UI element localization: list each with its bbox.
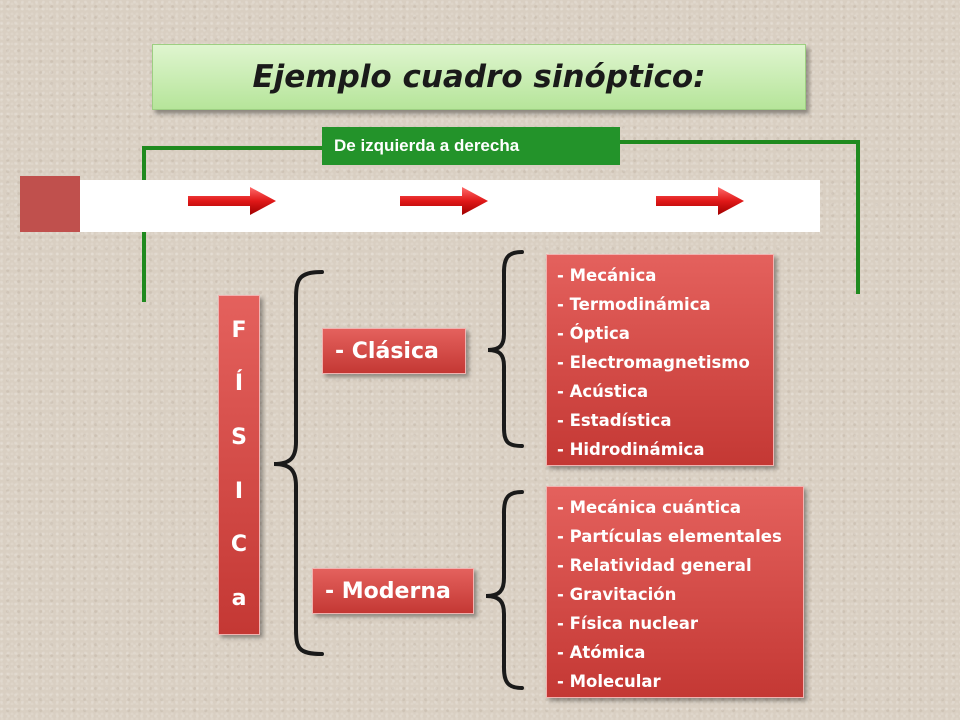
- arrow-right-icon: [188, 187, 276, 215]
- list-item: - Termodinámica: [557, 295, 711, 314]
- bracket-right-vertical: [856, 140, 860, 294]
- moderna-brace: [485, 490, 524, 690]
- list-item: - Mecánica: [557, 266, 657, 285]
- arrow-right-icon: [656, 187, 744, 215]
- list-item: - Mecánica cuántica: [557, 498, 742, 517]
- list-item: - Hidrodinámica: [557, 440, 705, 459]
- red-square-marker: [20, 176, 80, 232]
- subject-box: F Í S I C a: [218, 295, 260, 635]
- branch-clasica: - Clásica: [322, 328, 466, 374]
- clasica-brace: [487, 250, 524, 448]
- list-item: - Partículas elementales: [557, 527, 782, 546]
- subject-letter: a: [231, 586, 247, 612]
- title-box: Ejemplo cuadro sinóptico:: [152, 44, 806, 110]
- subject-letter: Í: [234, 371, 244, 397]
- list-item: - Electromagnetismo: [557, 353, 750, 372]
- list-item: - Atómica: [557, 643, 646, 662]
- list-item: - Relatividad general: [557, 556, 752, 575]
- list-item: - Óptica: [557, 324, 630, 343]
- list-item: - Estadística: [557, 411, 672, 430]
- moderna-topic-list: - Mecánica cuántica - Partículas element…: [546, 486, 804, 698]
- subject-letter: C: [230, 532, 248, 558]
- list-item: - Gravitación: [557, 585, 677, 604]
- bracket-left-horizontal: [142, 146, 324, 150]
- subject-letter: S: [231, 425, 247, 451]
- arrow-right-icon: [400, 187, 488, 215]
- branch-moderna: - Moderna: [312, 568, 474, 614]
- list-item: - Física nuclear: [557, 614, 699, 633]
- branch-label: - Clásica: [335, 338, 439, 364]
- list-item: - Acústica: [557, 382, 649, 401]
- bracket-right-horizontal: [618, 140, 860, 144]
- direction-label-box: De izquierda a derecha: [322, 127, 620, 165]
- page-title: Ejemplo cuadro sinóptico:: [252, 59, 706, 95]
- list-item: - Molecular: [557, 672, 661, 691]
- subject-letter: I: [234, 478, 244, 504]
- clasica-topic-list: - Mecánica - Termodinámica - Óptica - El…: [546, 254, 774, 466]
- branch-label: - Moderna: [325, 578, 451, 604]
- direction-label: De izquierda a derecha: [334, 136, 520, 155]
- subject-letter: F: [231, 317, 247, 343]
